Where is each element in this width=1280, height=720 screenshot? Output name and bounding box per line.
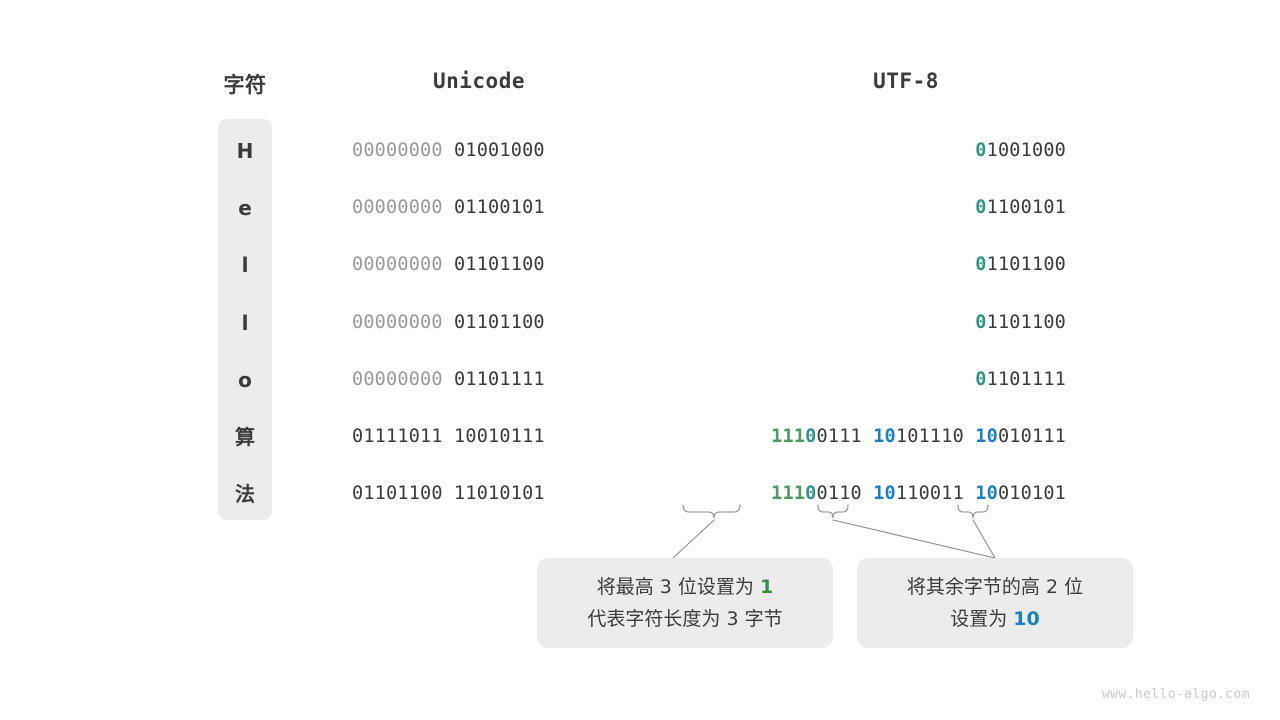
utf8-bit-group-dark: 010111 (997, 426, 1066, 447)
utf8-cell: 01001000 (975, 141, 1066, 161)
callout-right-line1: 将其余字节的高 2 位 (906, 576, 1084, 598)
unicode-high-byte: 00000000 (352, 197, 455, 219)
unicode-low-byte: 01100101 (454, 197, 545, 219)
utf8-bit-group-dark: 1001000 (986, 140, 1066, 161)
unicode-cell: 00000000 01101111 (352, 368, 606, 390)
callout-left-keyword: 1 (759, 576, 774, 598)
callout-left-line2: 代表字符长度为 3 字节 (587, 608, 783, 630)
callout-right-keyword: 10 (1013, 608, 1040, 630)
callout-left-line1: 将最高 3 位设置为 1 (597, 571, 773, 603)
unicode-low-byte: 10010111 (454, 426, 545, 447)
column-header-unicode: Unicode (432, 69, 525, 93)
utf8-cell: 01100101 (975, 198, 1066, 218)
character-cell: l (241, 253, 249, 278)
unicode-cell: 00000000 01001000 (352, 141, 606, 161)
unicode-cell: 00000000 01100101 (352, 198, 606, 218)
character-cell: 算 (235, 425, 255, 449)
utf8-bit-group-dark: 010101 (997, 483, 1066, 505)
callout-continuation-bits: 将其余字节的高 2 位 设置为 10 (857, 558, 1133, 648)
character-cell: l (241, 310, 249, 335)
callout-right-line2: 设置为 10 (950, 603, 1040, 635)
unicode-high-byte: 01111011 (352, 426, 455, 447)
unicode-high-byte: 00000000 (352, 140, 455, 161)
column-header-utf8: UTF-8 (873, 69, 939, 93)
column-header-character: 字符 (223, 73, 267, 97)
utf8-bit-group-dark: 0110 (816, 483, 874, 505)
unicode-low-byte: 01001000 (454, 140, 545, 161)
utf8-bit-group-blue: 10 (975, 426, 998, 447)
character-cell: 法 (235, 482, 255, 507)
unicode-low-byte: 01101100 (454, 254, 545, 276)
utf8-cell: 11100111 10101110 10010111 (771, 427, 1066, 447)
utf8-bit-group-dark: 0111 (816, 426, 874, 447)
utf8-cell: 01101100 (975, 255, 1066, 275)
unicode-high-byte: 00000000 (352, 368, 455, 390)
character-column-box (218, 119, 272, 520)
utf8-bit-group-teal: 0 (975, 311, 987, 333)
utf8-bit-group-dark: 1101100 (986, 254, 1066, 276)
utf8-bit-group-teal: 0 (975, 140, 987, 161)
utf8-bit-group-teal: 0 (975, 197, 987, 219)
callout-leading-bits: 将最高 3 位设置为 1 代表字符长度为 3 字节 (537, 558, 833, 648)
utf8-bit-group-teal: 0 (805, 483, 817, 505)
unicode-cell: 00000000 01101100 (352, 255, 606, 275)
character-cell: o (238, 367, 252, 392)
utf8-bit-group-blue: 10 (873, 426, 896, 447)
utf8-cell: 01101111 (975, 368, 1066, 390)
unicode-high-byte: 00000000 (352, 254, 455, 276)
utf8-cell: 01101100 (975, 311, 1066, 333)
unicode-cell: 01111011 10010111 (352, 427, 606, 447)
utf8-bit-group-dark: 1101111 (986, 368, 1066, 390)
utf8-cell: 11100110 10110011 10010101 (771, 484, 1066, 504)
character-cell: e (238, 196, 252, 221)
utf8-bit-group-dark: 101110 (895, 426, 976, 447)
unicode-cell: 01101100 11010101 (352, 484, 606, 504)
unicode-low-byte: 01101111 (454, 368, 545, 390)
utf8-bit-group-blue: 10 (873, 483, 896, 505)
utf8-bit-group-dark: 110011 (895, 483, 976, 505)
utf8-bit-group-green: 111 (771, 483, 806, 505)
utf8-bit-group-dark: 1101100 (986, 311, 1066, 333)
unicode-high-byte: 01101100 (352, 483, 455, 505)
utf8-bit-group-teal: 0 (805, 426, 817, 447)
utf8-bit-group-green: 111 (771, 426, 806, 447)
unicode-high-byte: 00000000 (352, 311, 455, 333)
watermark: www.hello-algo.com (1101, 687, 1250, 702)
callout-left-line1-text: 将最高 3 位设置为 (596, 576, 760, 598)
utf8-bit-group-dark: 1100101 (986, 197, 1066, 219)
utf8-bit-group-blue: 10 (975, 483, 998, 505)
unicode-low-byte: 01101100 (454, 311, 545, 333)
callout-right-line2-text: 设置为 (950, 608, 1014, 630)
unicode-cell: 00000000 01101100 (352, 311, 606, 333)
utf8-bit-group-teal: 0 (975, 254, 987, 276)
utf8-bit-group-teal: 0 (975, 368, 987, 390)
unicode-low-byte: 11010101 (454, 483, 545, 505)
character-cell: H (236, 139, 254, 163)
